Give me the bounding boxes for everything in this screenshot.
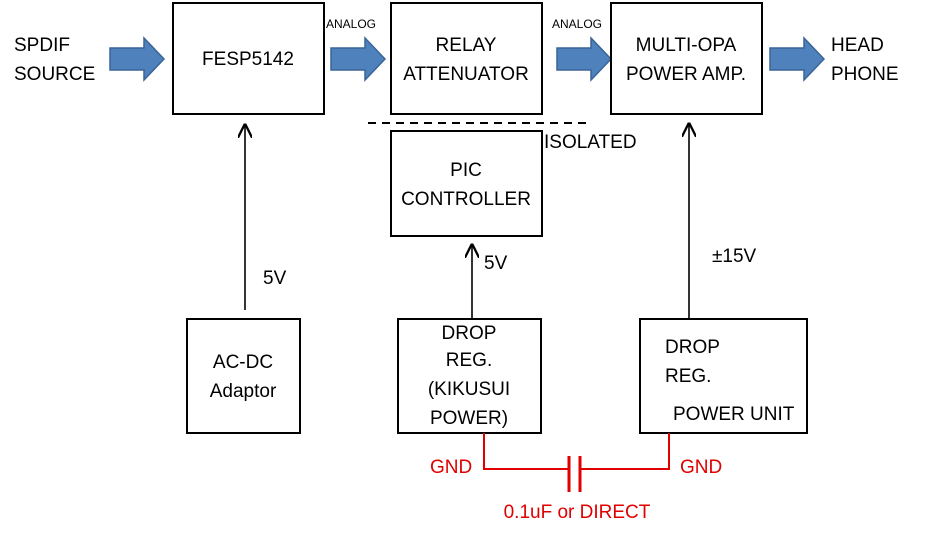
pic-label-line1: PIC	[450, 160, 482, 181]
power-unit-label-line3: POWER UNIT	[673, 404, 795, 425]
power-amp-block: MULTI-OPA POWER AMP.	[610, 2, 763, 115]
ground-label-left: GND	[430, 457, 472, 478]
ground-label-right: GND	[680, 457, 722, 478]
acdc-label-line2: Adaptor	[210, 381, 277, 402]
ground-wire-right	[580, 433, 670, 470]
signal-arrow-source-to-fesp	[109, 36, 166, 82]
analog-label-1: ANALOG	[326, 17, 376, 31]
signal-arrow-relay-to-amp	[556, 36, 613, 82]
kikusui-label-line4: POWER)	[430, 408, 508, 429]
amp-supply-voltage: ±15V	[712, 246, 757, 267]
drop-reg-kikusui-block: DROP REG. (KIKUSUI POWER)	[397, 318, 542, 434]
kikusui-label-line1: DROP	[442, 323, 497, 344]
ground-coupling	[483, 433, 670, 492]
acdc-label-line1: AC-DC	[213, 352, 273, 373]
ac-dc-adaptor-block: AC-DC Adaptor	[186, 318, 301, 434]
output-label-line1: HEAD	[831, 35, 884, 56]
pic-label-line2: CONTROLLER	[401, 189, 531, 210]
fesp5142-label: FESP5142	[202, 49, 294, 70]
pic-controller-block: PIC CONTROLLER	[390, 130, 543, 237]
coupling-label: 0.1uF or DIRECT	[504, 502, 651, 523]
amp-label-line2: POWER AMP.	[626, 64, 746, 85]
pic-supply-voltage: 5V	[484, 253, 508, 274]
ground-wire-left	[483, 433, 569, 470]
power-unit-label-line1: DROP	[665, 337, 720, 358]
drop-reg-power-unit-block: DROP REG. POWER UNIT	[639, 318, 808, 434]
fesp-supply-voltage: 5V	[263, 268, 287, 289]
signal-arrow-amp-to-headphone	[769, 36, 826, 82]
relay-attenuator-block: RELAY ATTENUATOR	[390, 2, 543, 115]
signal-arrow-fesp-to-relay	[330, 36, 387, 82]
analog-label-2: ANALOG	[552, 17, 602, 31]
relay-label-line2: ATTENUATOR	[403, 64, 529, 85]
relay-label-line1: RELAY	[436, 35, 497, 56]
fesp5142-block: FESP5142	[172, 2, 325, 115]
kikusui-label-line3: (KIKUSUI	[428, 379, 510, 400]
output-label-line2: PHONE	[831, 64, 899, 85]
source-label-line2: SOURCE	[14, 64, 95, 85]
power-unit-label-line2: REG.	[665, 366, 711, 387]
source-label-line1: SPDIF	[14, 35, 70, 56]
amp-label-line1: MULTI-OPA	[636, 35, 737, 56]
kikusui-label-line2: REG.	[446, 350, 492, 371]
isolated-label: ISOLATED	[544, 132, 637, 153]
